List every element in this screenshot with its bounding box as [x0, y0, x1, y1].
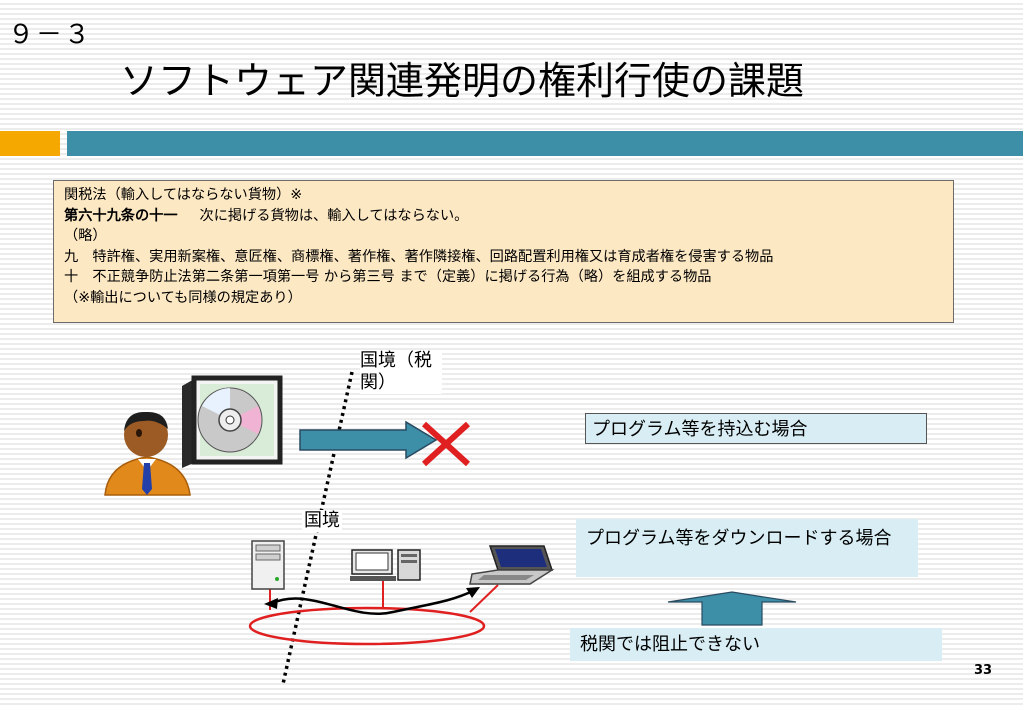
- law-item-10: 十 不正競争防止法第二条第一項第一号 から第三号 まで（定義）に掲げる行為（略）…: [64, 269, 712, 285]
- desktop-computer-icon: [350, 549, 421, 581]
- slide-title: ソフトウェア関連発明の権利行使の課題: [120, 59, 805, 103]
- accent-bar-orange: [0, 131, 60, 156]
- border-customs-label: 国境（税関）: [360, 350, 442, 394]
- law-article: 第六十九条の十一 次に掲げる貨物は、輸入してはならない。: [64, 206, 943, 227]
- person-icon: [104, 411, 191, 496]
- download-case-label: プログラム等をダウンロードする場合: [576, 519, 918, 577]
- law-article-number: 第六十九条の十一: [64, 207, 178, 224]
- slide-number: ９－３: [8, 20, 93, 50]
- customs-cannot-block-label: 税関では阻止できない: [570, 628, 942, 661]
- bring-in-arrow-icon: [299, 420, 438, 460]
- customs-law-excerpt: 関税法（輸入してはならない貨物）※ 第六十九条の十一 次に掲げる貨物は、輸入しては…: [53, 180, 954, 323]
- cd-case-icon: [182, 375, 283, 468]
- up-arrow-icon: [667, 591, 797, 626]
- law-heading: 関税法（輸入してはならない貨物）※: [64, 187, 303, 203]
- server-icon: [251, 540, 285, 590]
- blocked-x-icon: [421, 421, 471, 467]
- law-note: （※輸出についても同様の規定あり）: [64, 289, 302, 306]
- accent-bar-teal: [67, 131, 1023, 156]
- law-article-text: 次に掲げる貨物は、輸入してはならない。: [199, 207, 469, 224]
- page-number: 33: [974, 663, 993, 678]
- law-item-9: 九 特許権、実用新案権、意匠権、商標権、著作権、著作隣接権、回路配置利用権又は育…: [64, 248, 774, 265]
- bring-in-case-label: プログラム等を持込む場合: [585, 413, 927, 444]
- border-label: 国境: [302, 510, 342, 532]
- law-omitted: （略）: [64, 228, 107, 244]
- laptop-icon: [469, 545, 555, 585]
